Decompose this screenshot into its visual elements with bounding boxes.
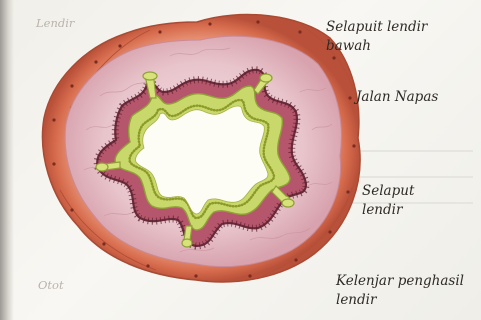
label-selaput-lendir-bawah: Selapuit lendir bawah xyxy=(326,18,427,56)
label-jalan-napas: Jalan Napas xyxy=(356,88,438,107)
label-kelenjar-penghasil-lendir: Kelenjar penghasil lendir xyxy=(336,272,464,310)
label-selaput-lendir: Selaput lendir xyxy=(362,182,414,220)
label-lendir: Lendir xyxy=(36,16,74,30)
label-otot: Otot xyxy=(38,278,64,292)
